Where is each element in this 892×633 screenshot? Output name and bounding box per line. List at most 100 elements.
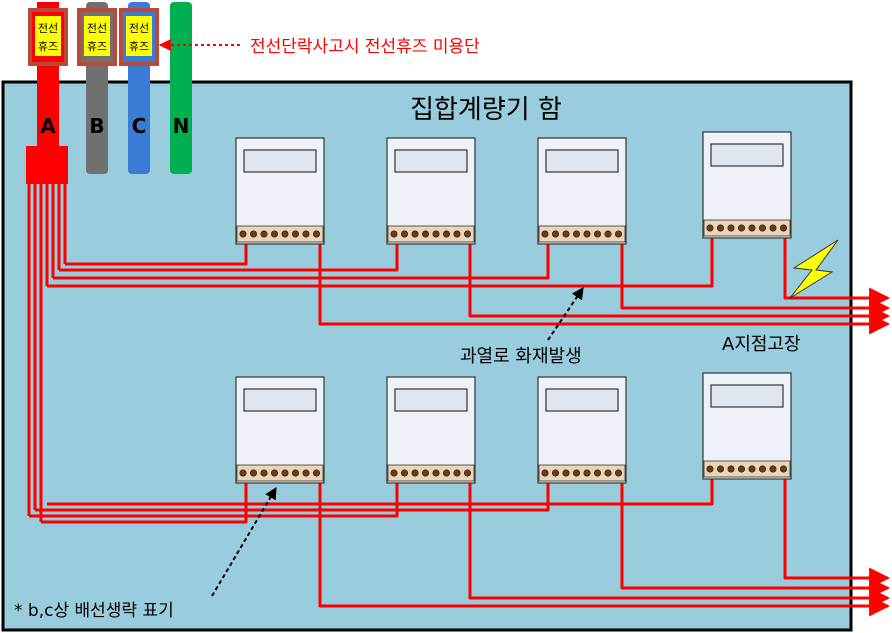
terminal-screw: [260, 230, 268, 238]
bus-label-c: C: [132, 114, 147, 138]
feed-meter-1-3: [53, 236, 550, 280]
load-out-1-2: [468, 236, 891, 327]
terminal-screw: [737, 465, 745, 473]
terminal-screw: [769, 224, 777, 232]
terminal-screw: [302, 230, 310, 238]
load-out-1-1: [318, 236, 891, 335]
meter-display: [394, 149, 468, 173]
terminal-screw: [312, 469, 320, 477]
terminal-screw: [250, 230, 258, 238]
load-out-1-3: [620, 236, 891, 319]
overheat-pointer: [547, 287, 584, 341]
fuse-b-label-2: 휴즈: [87, 40, 107, 53]
feed-meter-2-3: [35, 476, 550, 512]
terminal-screw: [562, 469, 570, 477]
terminal-screw: [390, 230, 398, 238]
terminal-screw: [748, 465, 756, 473]
terminal-screw: [551, 469, 559, 477]
terminal-screw: [758, 465, 766, 473]
meter-display: [243, 149, 317, 173]
terminal-screw: [400, 230, 408, 238]
terminal-screw: [716, 465, 724, 473]
terminal-screw: [421, 469, 429, 477]
terminal-screw: [463, 230, 471, 238]
terminal-screw: [593, 230, 601, 238]
terminal-screw: [270, 230, 278, 238]
meter-1-3: [537, 137, 627, 245]
terminal-screw: [281, 469, 289, 477]
load-out-2-4: [783, 472, 891, 589]
bus-bar-n: N: [170, 2, 192, 174]
terminal-screw: [400, 469, 408, 477]
terminal-screw: [779, 224, 787, 232]
fuse-a: 전선 휴즈: [28, 8, 68, 66]
terminal-screw: [604, 230, 612, 238]
meter-display: [394, 388, 468, 412]
feed-meter-2-4: [47, 472, 714, 506]
terminal-screw: [769, 465, 777, 473]
meter-1-2: [386, 137, 476, 245]
meter-display: [710, 143, 784, 167]
terminal-screw: [463, 469, 471, 477]
terminal-strip: [387, 464, 475, 482]
bus-label-a: A: [40, 114, 56, 138]
terminal-strip: [538, 225, 626, 243]
terminal-screw: [748, 224, 756, 232]
terminal-screw: [551, 230, 559, 238]
terminal-strip: [703, 460, 791, 478]
terminal-screw: [302, 469, 310, 477]
terminal-screw: [453, 230, 461, 238]
terminal-screw: [411, 469, 419, 477]
fuse-c-label-2: 휴즈: [129, 40, 149, 53]
terminal-screw: [270, 469, 278, 477]
terminal-screw: [442, 230, 450, 238]
feed-meter-2-1: [41, 476, 248, 524]
terminal-screw: [593, 469, 601, 477]
terminal-strip: [703, 219, 791, 237]
terminal-screw: [779, 465, 787, 473]
fuse-b: 전선 휴즈: [77, 8, 117, 66]
feed-meter-1-1: [65, 236, 248, 266]
terminal-strip: [387, 225, 475, 243]
meter-display: [545, 149, 619, 173]
meter-array: [235, 131, 792, 484]
bus-label-n: N: [173, 114, 190, 138]
feed-meter-2-2: [29, 476, 399, 518]
terminal-screw: [583, 469, 591, 477]
terminal-screw: [250, 469, 258, 477]
load-out-2-1: [318, 476, 891, 617]
wiring: [27, 184, 891, 617]
terminal-screw: [421, 230, 429, 238]
fault-point-text: A지점고장: [722, 334, 801, 355]
lightning-icon: [789, 239, 839, 299]
meter-2-1: [235, 376, 325, 484]
terminal-screw: [727, 224, 735, 232]
terminal-screw: [442, 469, 450, 477]
terminal-screw: [291, 469, 299, 477]
fuse-b-label-1: 전선: [87, 22, 107, 35]
meter-2-3: [537, 376, 627, 484]
terminal-screw: [572, 230, 580, 238]
terminal-screw: [583, 230, 591, 238]
terminal-strip: [538, 464, 626, 482]
terminal-screw: [541, 230, 549, 238]
terminal-screw: [239, 469, 247, 477]
fuse-c-label-1: 전선: [129, 22, 149, 35]
terminal-screw: [758, 224, 766, 232]
meter-1-1: [235, 137, 325, 245]
terminal-screw: [291, 230, 299, 238]
bus-label-b: B: [89, 114, 104, 138]
terminal-screw: [281, 230, 289, 238]
terminal-screw: [541, 469, 549, 477]
terminal-screw: [239, 230, 247, 238]
meter-display: [710, 384, 784, 408]
terminal-screw: [614, 230, 622, 238]
terminal-screw: [432, 230, 440, 238]
load-out-2-2: [468, 476, 891, 609]
meter-display: [545, 388, 619, 412]
terminal-screw: [453, 469, 461, 477]
enclosure-title: 집합계량기 함: [410, 95, 562, 125]
terminal-screw: [706, 224, 714, 232]
terminal-screw: [706, 465, 714, 473]
